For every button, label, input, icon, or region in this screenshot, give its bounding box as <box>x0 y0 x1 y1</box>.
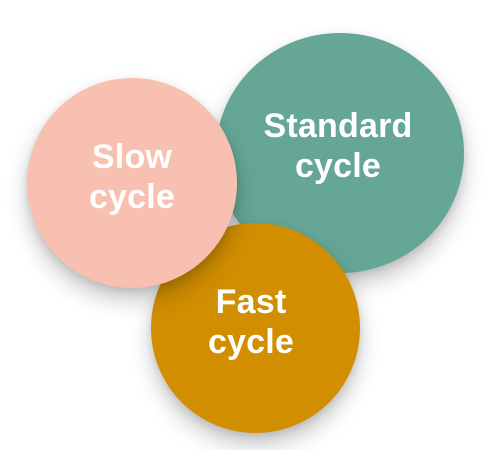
slow-cycle-circle <box>27 78 237 288</box>
slow-cycle-label-line-1: Slow <box>91 138 173 176</box>
slow-cycle-label: Slow cycle <box>27 137 237 217</box>
slow-cycle-label-line-2: cycle <box>88 178 176 217</box>
fast-cycle-label-line-2: cycle <box>207 323 295 362</box>
fast-cycle-label: Fast cycle <box>151 282 351 362</box>
standard-cycle-label-line-1: Standard <box>263 107 413 145</box>
standard-cycle-label-line-2: cycle <box>294 147 382 186</box>
standard-cycle-label: Standard cycle <box>238 106 438 186</box>
fast-cycle-label-line-1: Fast <box>215 283 287 321</box>
